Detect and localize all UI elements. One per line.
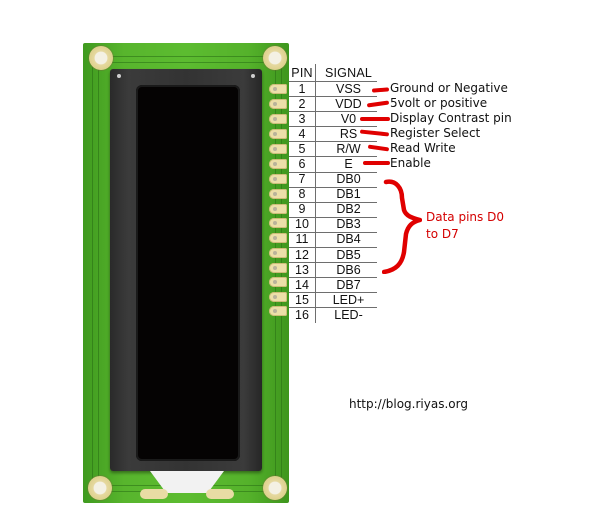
pin-signal: DB6 <box>315 262 377 279</box>
pin-signal: DB4 <box>315 232 377 249</box>
annotation-line-v0 <box>360 117 390 121</box>
data-pins-label: Data pins D0 to D7 <box>426 209 506 243</box>
mount-hole-top-right-icon <box>263 46 287 70</box>
pin-table-header-row: PIN SIGNAL <box>289 64 377 82</box>
pin-number: 7 <box>289 172 316 188</box>
lcd-screen <box>136 85 240 461</box>
desc-rs: Register Select <box>390 126 481 140</box>
pin-signal: V0 <box>315 111 377 128</box>
pin-signal: DB7 <box>315 277 377 294</box>
table-row: 16 LED- <box>289 307 377 323</box>
pin-pad-13 <box>269 263 287 273</box>
pin-signal: DB2 <box>315 202 377 218</box>
pin-pad-14 <box>269 277 287 287</box>
header-pin: PIN <box>289 64 316 82</box>
annotation-line-vss <box>371 87 390 93</box>
pin-signal: R/W <box>315 141 377 158</box>
pin-pad-9 <box>269 204 287 214</box>
pin-number: 3 <box>289 111 316 128</box>
header-signal: SIGNAL <box>315 64 377 82</box>
mount-hole-top-left-icon <box>89 46 113 70</box>
data-pins-label-line2: to D7 <box>426 227 459 241</box>
pin-number: 10 <box>289 217 316 233</box>
pin-pad-1 <box>269 84 287 94</box>
pin-signal: VDD <box>315 96 377 113</box>
pin-signal: DB0 <box>315 172 377 188</box>
pin-pad-15 <box>269 292 287 302</box>
pin-number: 11 <box>289 232 316 249</box>
pin-number: 15 <box>289 292 316 309</box>
pin-pad-4 <box>269 129 287 139</box>
pin-number: 4 <box>289 126 316 143</box>
pin-number: 13 <box>289 262 316 279</box>
annotation-line-e <box>363 161 390 165</box>
pin-pad-5 <box>269 144 287 154</box>
mount-hole-bottom-left-icon <box>88 476 112 500</box>
pin-pad-6 <box>269 159 287 169</box>
bottom-solder-pad <box>206 489 234 499</box>
desc-e: Enable <box>390 156 431 170</box>
desc-vdd: 5volt or positive <box>390 96 488 110</box>
pin-signal: VSS <box>315 81 377 98</box>
bezel-screw-icon <box>117 74 121 78</box>
pin-pad-16 <box>269 306 287 316</box>
pin-signal: DB3 <box>315 217 377 233</box>
mount-hole-bottom-right-icon <box>263 476 287 500</box>
pin-pad-7 <box>269 174 287 184</box>
pin-signal: LED- <box>334 307 363 322</box>
pin-signal: DB5 <box>315 247 377 264</box>
bezel-screw-icon <box>251 74 255 78</box>
desc-v0: Display Contrast pin <box>390 111 512 125</box>
pin-signal: LED+ <box>315 292 377 309</box>
source-url: http://blog.riyas.org <box>349 397 468 411</box>
desc-vss: Ground or Negative <box>390 81 508 95</box>
pin-pad-2 <box>269 99 287 109</box>
pin-pad-8 <box>269 189 287 199</box>
backlight-tab <box>150 471 224 493</box>
data-pins-label-line1: Data pins D0 <box>426 210 504 224</box>
pin-signal: DB1 <box>315 187 377 203</box>
desc-rw: Read Write <box>390 141 456 155</box>
pin-pad-11 <box>269 233 287 243</box>
pin-number: 8 <box>289 187 316 203</box>
pin-number: 5 <box>289 141 316 158</box>
pin-pad-12 <box>269 248 287 258</box>
pin-pad-10 <box>269 218 287 228</box>
pin-number: 6 <box>289 156 316 173</box>
pin-pad-3 <box>269 114 287 124</box>
pin-signal: E <box>315 156 377 173</box>
pin-number: 12 <box>289 247 316 264</box>
curly-brace-icon <box>382 179 422 274</box>
pin-number: 16 <box>289 307 316 323</box>
pin-number: 14 <box>289 277 316 294</box>
pin-number: 1 <box>289 81 316 98</box>
pin-number: 9 <box>289 202 316 218</box>
bottom-solder-pad <box>140 489 168 499</box>
pin-number: 2 <box>289 96 316 113</box>
